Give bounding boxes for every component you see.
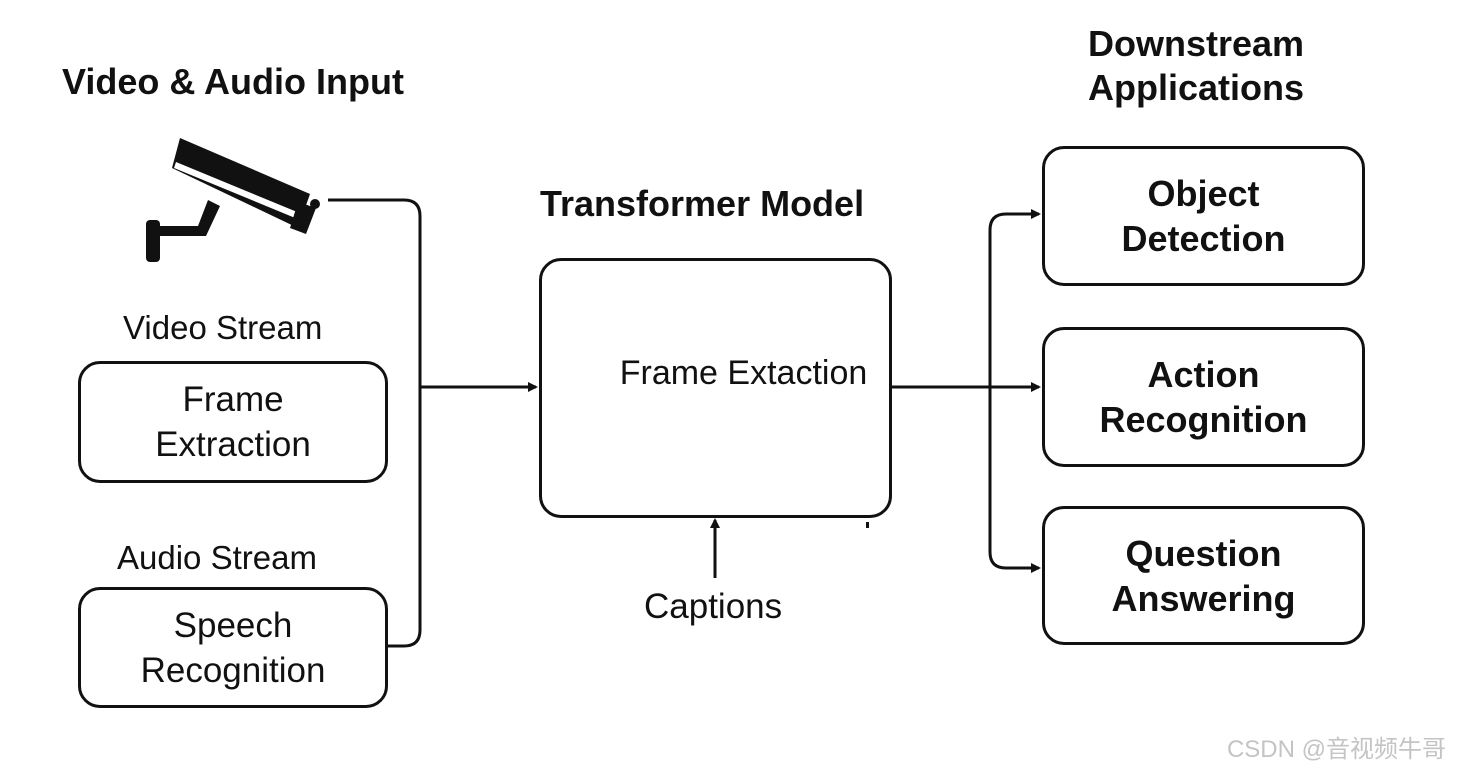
input-bracket-line <box>328 198 422 648</box>
transformer-model-box: Frame Extaction <box>539 258 892 518</box>
input-section-title: Video & Audio Input <box>62 61 404 102</box>
question-answering-text: Question Answering <box>1111 532 1296 619</box>
speech-recognition-box: Speech Recognition <box>78 587 388 708</box>
video-stream-label: Video Stream <box>123 309 323 346</box>
frame-extraction-box: Frame Extraction <box>78 361 388 483</box>
action-recognition-box: Action Recognition <box>1042 327 1365 467</box>
model-section-title: Transformer Model <box>540 183 865 224</box>
object-detection-box: Object Detection <box>1042 146 1365 286</box>
audio-stream-label: Audio Stream <box>117 539 317 576</box>
captions-label: Captions <box>644 587 783 626</box>
transformer-box-text: Frame Extaction <box>619 353 868 392</box>
speech-recognition-text: Speech Recognition <box>140 605 326 690</box>
output-section-title: Downstream Applications <box>1088 23 1305 108</box>
stray-mark <box>866 522 869 528</box>
arrow-to-question-answering <box>988 387 1041 573</box>
watermark: CSDN @音视频牛哥 <box>1226 736 1446 763</box>
object-detection-text: Object Detection <box>1121 173 1286 259</box>
action-recognition-text: Action Recognition <box>1099 354 1308 440</box>
frame-extraction-text: Frame Extraction <box>155 380 311 464</box>
question-answering-box: Question Answering <box>1042 506 1365 645</box>
arrow-to-object-detection <box>988 209 1041 387</box>
camera-icon <box>140 132 325 267</box>
